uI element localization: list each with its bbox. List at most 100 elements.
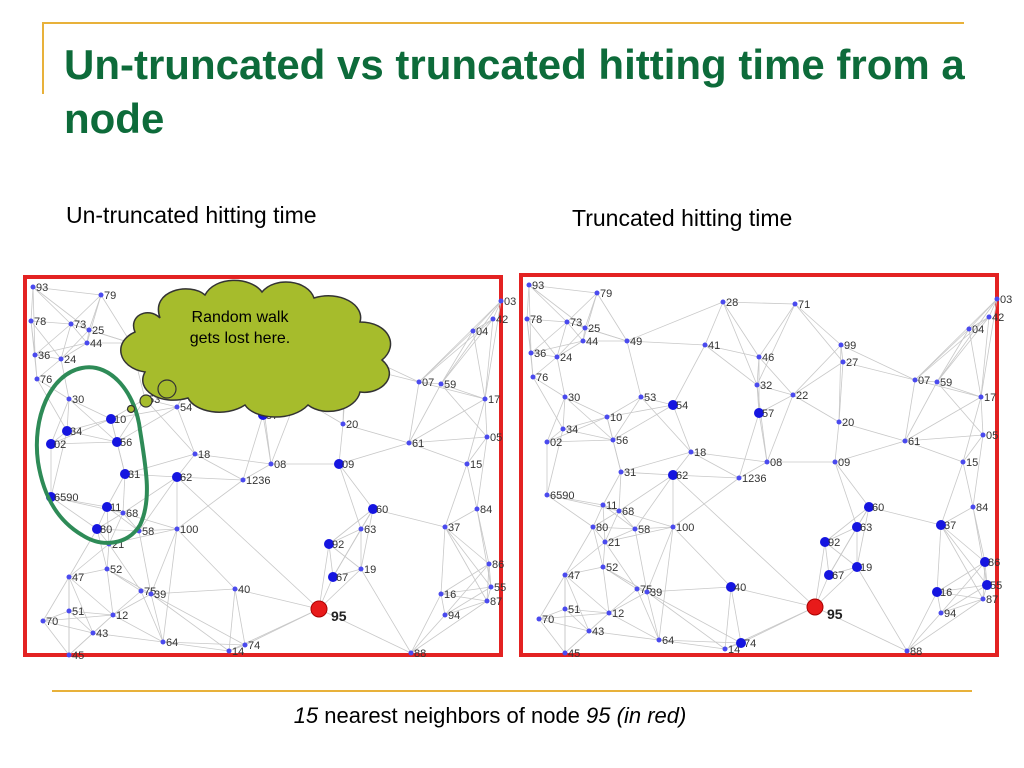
- graph-edge: [592, 526, 606, 543]
- node-label: 22: [300, 392, 312, 404]
- neighbor-node: [820, 537, 830, 547]
- graph-edge: [130, 342, 146, 400]
- graph-edge: [646, 591, 726, 650]
- graph-node: [30, 284, 36, 290]
- graph-edge: [612, 396, 642, 441]
- graph-edge: [318, 608, 412, 654]
- graph-edge: [936, 298, 998, 383]
- graph-edge: [962, 434, 984, 463]
- graph-edge: [936, 328, 970, 383]
- graph-node: [438, 381, 444, 387]
- graph-edge: [794, 303, 842, 346]
- node-label: 88: [910, 646, 922, 658]
- graph-edge: [138, 476, 178, 532]
- node-label: 70: [46, 616, 58, 628]
- graph-node: [562, 572, 568, 578]
- graph-edge: [492, 300, 502, 320]
- node-label: 79: [104, 290, 116, 302]
- graph-edge: [756, 384, 768, 463]
- graph-edge: [690, 451, 740, 479]
- graph-edge: [100, 294, 132, 344]
- graph-node: [656, 637, 662, 643]
- graph-node: [484, 598, 490, 604]
- node-label: 14: [232, 646, 244, 658]
- graph-node: [68, 321, 74, 327]
- node-label: 11: [110, 502, 121, 514]
- graph-node: [986, 314, 992, 320]
- graph-edge: [914, 379, 982, 398]
- graph-edge: [834, 461, 858, 528]
- node-label: 63: [860, 522, 872, 534]
- node-label: 47: [568, 570, 580, 582]
- graph-edge: [538, 608, 566, 620]
- graph-edge: [546, 416, 608, 443]
- graph-edge: [914, 298, 998, 381]
- node-label: 60: [376, 504, 388, 516]
- graph-node: [840, 359, 846, 365]
- target-node-label: 95: [331, 608, 347, 624]
- graph-edge: [32, 286, 102, 296]
- graph-edge: [608, 588, 638, 614]
- graph-node: [832, 459, 838, 465]
- graph-edge: [904, 381, 938, 442]
- node-label: 42: [496, 314, 508, 326]
- node-label: 10: [114, 414, 126, 426]
- node-label: 40: [734, 582, 746, 594]
- graph-edge: [538, 618, 566, 654]
- graph-node: [634, 586, 640, 592]
- graph-node: [688, 449, 694, 455]
- graph-edge: [968, 316, 990, 330]
- graph-edge: [672, 344, 706, 406]
- graph-edge: [566, 321, 628, 342]
- neighbor-node: [754, 408, 764, 418]
- graph-edge: [556, 340, 584, 358]
- node-label: 18: [694, 447, 706, 459]
- graph-edge: [106, 568, 114, 616]
- graph-edge: [318, 543, 330, 610]
- node-label: 45: [568, 648, 580, 660]
- graph-node: [580, 338, 586, 344]
- graph-edge: [68, 614, 114, 656]
- graph-edge: [564, 541, 606, 576]
- graph-edge: [792, 361, 844, 396]
- graph-node: [296, 303, 302, 309]
- node-label: 10: [610, 412, 622, 424]
- graph-edge: [410, 593, 442, 654]
- graph-edge: [440, 526, 446, 595]
- graph-node: [526, 282, 532, 288]
- node-label: 6590: [54, 492, 78, 504]
- graph-node: [586, 628, 592, 634]
- graph-node: [260, 356, 266, 362]
- graph-edge: [980, 298, 998, 398]
- graph-edge: [60, 342, 88, 360]
- graph-edge: [532, 376, 564, 430]
- graph-edge: [418, 300, 502, 383]
- graph-edge: [592, 504, 604, 528]
- graph-node: [536, 616, 542, 622]
- graph-node: [66, 574, 72, 580]
- graph-edge: [176, 528, 236, 590]
- graph-edge: [730, 586, 742, 644]
- node-label: 12: [116, 610, 128, 622]
- graph-node: [416, 379, 422, 385]
- graph-edge: [740, 606, 816, 644]
- node-label: 15: [470, 459, 482, 471]
- graph-edge: [34, 354, 38, 380]
- graph-edge: [338, 463, 374, 510]
- graph-edge: [466, 436, 488, 465]
- neighbor-node: [932, 587, 942, 597]
- graph-edge: [472, 330, 486, 400]
- node-label: 47: [72, 572, 84, 584]
- graph-edge: [602, 504, 606, 543]
- node-label: 43: [96, 628, 108, 640]
- graph-edge: [298, 305, 348, 365]
- graph-edge: [646, 591, 742, 644]
- graph-edge: [150, 593, 164, 643]
- graph-node: [294, 394, 300, 400]
- graph-node: [142, 396, 148, 402]
- graph-node: [582, 325, 588, 331]
- node-label: 73: [570, 317, 582, 329]
- graph-edge: [824, 526, 858, 543]
- node-label: 93: [532, 280, 544, 292]
- graph-edge: [68, 576, 94, 634]
